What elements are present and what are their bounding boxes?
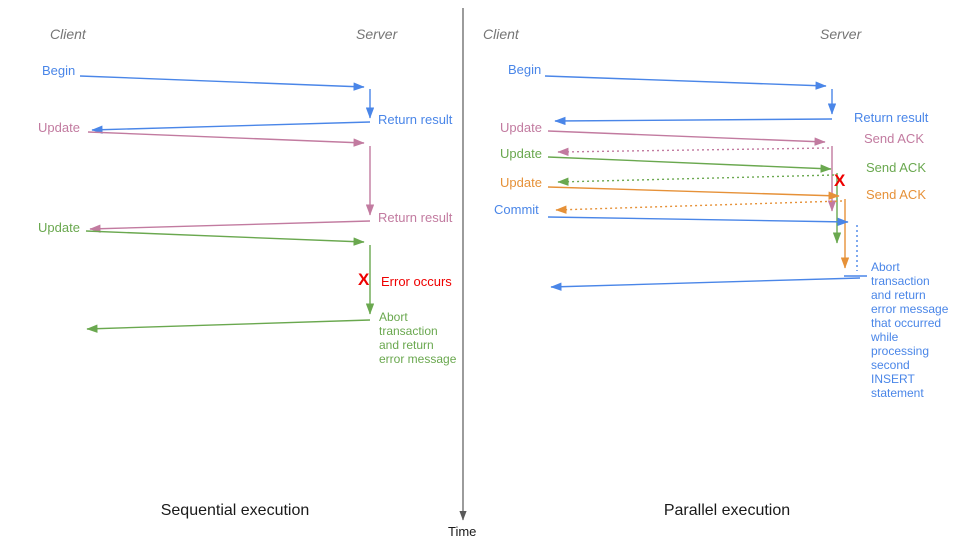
- par-update-3-label: Update: [500, 175, 542, 190]
- par-update-1-request-arrow: [548, 131, 826, 146]
- par-return-result-label: Return result: [854, 110, 929, 125]
- seq-update-1-label: Update: [38, 120, 80, 135]
- par-update-2-request-arrow: [548, 157, 832, 173]
- seq-abort-return-arrow: [86, 320, 370, 333]
- par-commit-request-arrow: [548, 217, 849, 227]
- par-update-1-label: Update: [500, 120, 542, 135]
- par-abort-text: Abort transaction and return error messa…: [871, 260, 949, 400]
- seq-return-result-2-arrow: [89, 221, 370, 233]
- seq-client-header: Client: [50, 26, 86, 42]
- par-commit-label: Commit: [494, 202, 539, 217]
- seq-error-label: Error occurs: [381, 274, 452, 289]
- par-return-result-arrow: [554, 116, 832, 126]
- seq-return-result-2-label: Return result: [378, 210, 453, 225]
- seq-update-1-request-arrow: [88, 132, 365, 147]
- par-title: Parallel execution: [663, 502, 791, 519]
- par-update-2-label: Update: [500, 146, 542, 161]
- par-error-x-icon: X: [834, 171, 846, 190]
- seq-server-header: Server: [356, 26, 398, 42]
- par-update-3-request-arrow: [548, 187, 840, 200]
- par-send-ack-1-label: Send ACK: [864, 131, 924, 146]
- par-abort-return-arrow: [550, 278, 860, 291]
- par-begin-request-arrow: [545, 76, 827, 90]
- par-send-ack-2-arrow: [557, 175, 834, 186]
- time-axis-label: Time: [448, 524, 477, 539]
- seq-error-x-icon: X: [358, 270, 370, 289]
- par-send-ack-3-label: Send ACK: [866, 187, 926, 202]
- seq-title: Sequential execution: [160, 502, 310, 519]
- seq-begin-label: Begin: [42, 63, 76, 78]
- seq-return-result-1-arrow: [91, 122, 370, 134]
- seq-update-2-label: Update: [38, 220, 80, 235]
- seq-update-2-request-arrow: [86, 231, 365, 246]
- seq-return-result-1-label: Return result: [378, 112, 453, 127]
- seq-abort-text: Abort transaction and return error messa…: [379, 310, 457, 366]
- par-send-ack-1-arrow: [557, 148, 829, 157]
- par-send-ack-3-arrow: [555, 201, 842, 214]
- par-send-ack-2-label: Send ACK: [866, 160, 926, 175]
- seq-begin-request-arrow: [80, 76, 365, 91]
- par-begin-label: Begin: [508, 62, 542, 77]
- par-client-header: Client: [483, 26, 519, 42]
- par-server-header: Server: [820, 26, 862, 42]
